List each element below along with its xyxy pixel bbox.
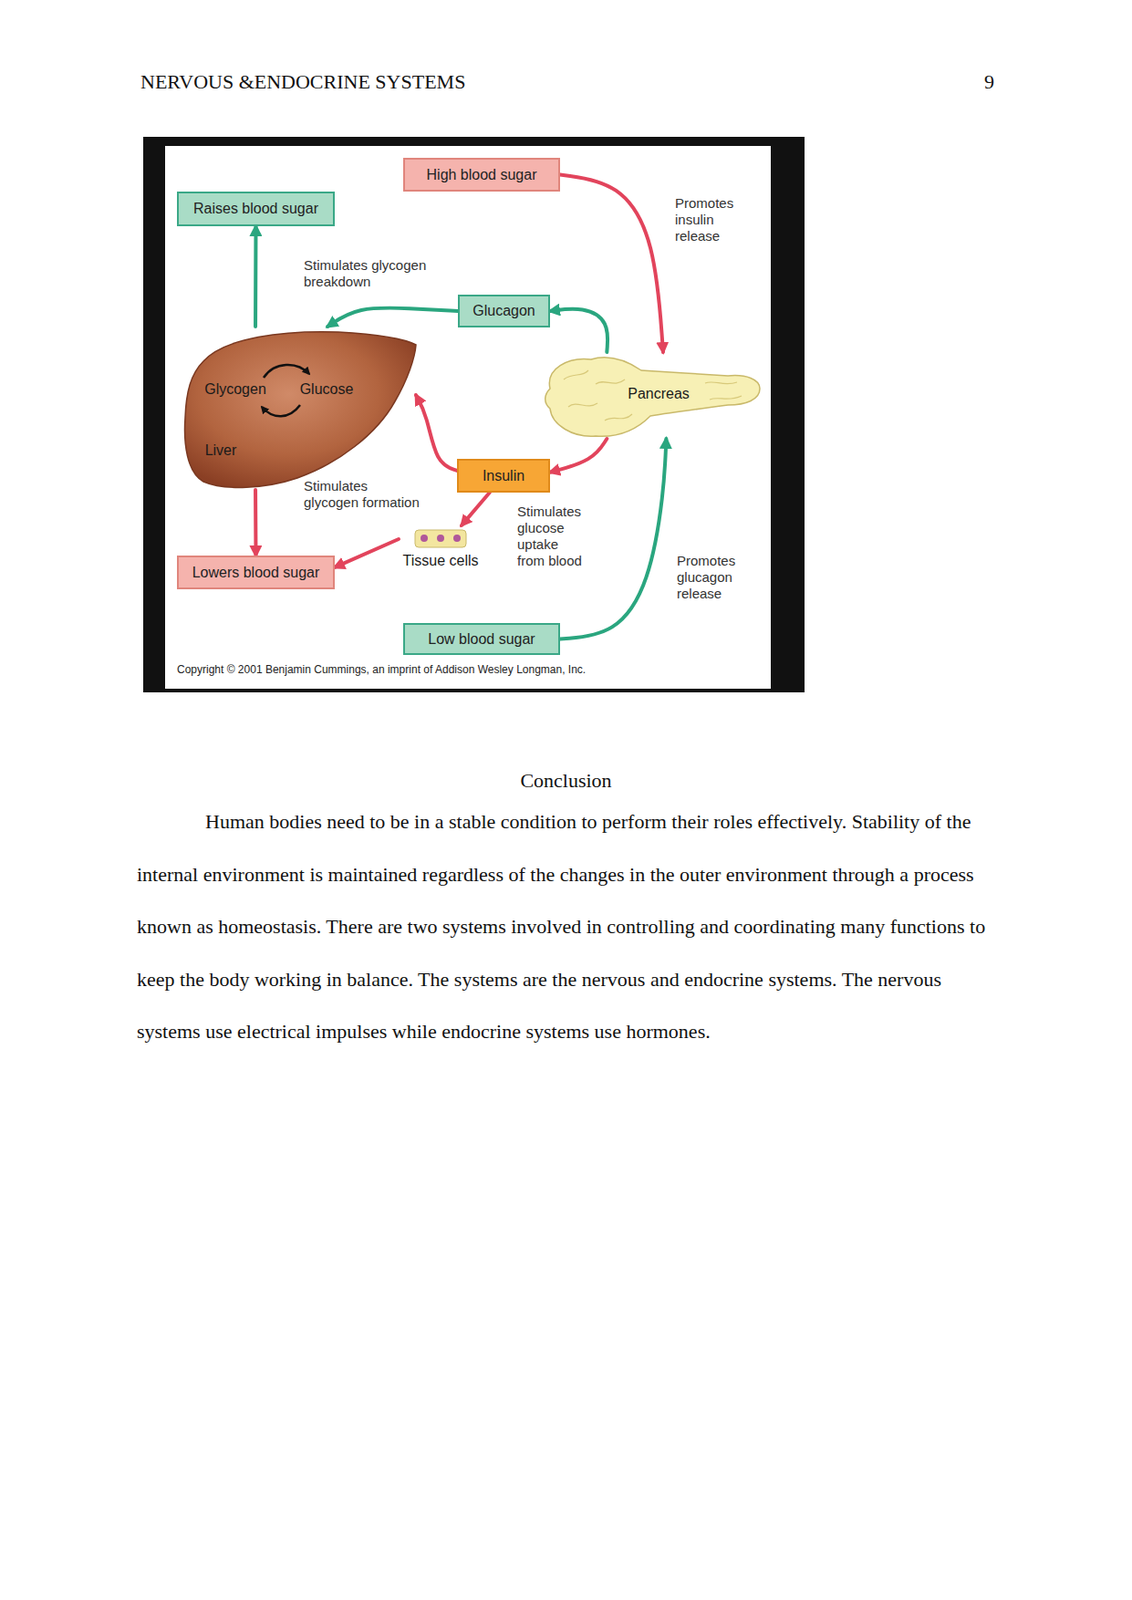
body-paragraph: Human bodies need to be in a stable cond… (136, 795, 991, 1059)
edge-label: Promotes insulin release (675, 195, 748, 245)
edge-label: Stimulates glycogen breakdown (303, 257, 441, 291)
page-number: 9 (948, 69, 995, 95)
arrow-connector (253, 226, 258, 327)
edge-label: Stimulates glycogen formation (303, 477, 425, 511)
node-text: Insulin (482, 467, 525, 485)
liver-organ: Glycogen GlucoseLiver (183, 326, 416, 490)
node-text: Glycogen (204, 381, 267, 398)
arrow-connector (550, 309, 608, 353)
copyright-note: Copyright © 2001 Benjamin Cummings, an i… (176, 663, 586, 677)
arrow-connector (415, 394, 457, 471)
tissue-cells: Tissue cells (398, 525, 483, 572)
node-text: Low blood sugar (427, 631, 535, 648)
figure-ground (165, 145, 771, 689)
node-text: Pancreas (627, 385, 690, 403)
arrow-connector (327, 307, 458, 327)
hormone-box: Glucagon (457, 294, 551, 328)
running-header: NERVOUS &ENDOCRINE SYSTEMS (140, 69, 466, 95)
arrow-connector (461, 492, 490, 526)
node-text: Tissue cells (403, 552, 479, 570)
arrow-connector (253, 489, 258, 556)
hormone-box: Insulin (456, 458, 551, 493)
effect-box: Raises blood sugar (176, 191, 335, 227)
arrow-connector (560, 175, 664, 354)
node-text: Lowers blood sugar (192, 564, 321, 582)
condition-box: High blood sugar (403, 157, 561, 192)
frame-border (143, 136, 805, 693)
edge-label: Promotes glucagon release (676, 552, 752, 603)
node-text: Glucose (300, 381, 354, 398)
node-text: Glucagon (472, 302, 536, 320)
node-text: Raises blood sugar (193, 200, 319, 218)
node-text: High blood sugar (426, 166, 538, 184)
section-heading: Conclusion (0, 768, 1132, 794)
liver-outline (183, 326, 416, 490)
pancreas-organ: Pancreas (540, 352, 761, 439)
tissue-cells-icon (398, 525, 483, 553)
effect-box: Lowers blood sugar (176, 555, 335, 590)
arrow-connector (550, 438, 607, 473)
condition-box: Low blood sugar (403, 623, 561, 655)
node-text: Liver (205, 442, 238, 459)
edge-label: Stimulates glucose uptake from blood (517, 503, 583, 570)
arrow-connector (334, 539, 399, 568)
